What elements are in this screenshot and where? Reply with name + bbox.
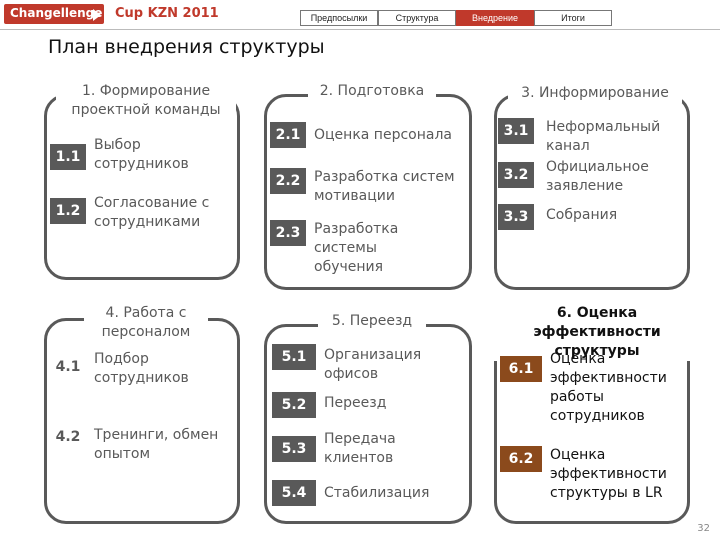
- item-num-1-1: 1.1: [50, 144, 86, 170]
- item-num-3-1: 3.1: [498, 118, 534, 144]
- page-number: 32: [697, 523, 710, 534]
- item-num-6-2: 6.2: [500, 446, 542, 472]
- brand-logo-text: Changellenge: [10, 6, 103, 20]
- item-text-5-3: Передача клиентов: [324, 431, 396, 466]
- item-text-3-2: Официальное заявление: [546, 159, 649, 194]
- item-num-5-1: 5.1: [272, 344, 316, 370]
- item-text-4-2: Тренинги, обмен опытом: [94, 427, 219, 462]
- tab-predposylki[interactable]: Предпосылки: [300, 10, 378, 26]
- item-text-6-1: Оценка эффективности работы сотрудников: [550, 351, 667, 424]
- item-num-5-3: 5.3: [272, 436, 316, 462]
- item-text-2-3: Разработка системы обучения: [314, 221, 399, 275]
- item-text-3-1: Неформальный канал: [546, 119, 661, 154]
- item-num-3-2: 3.2: [498, 162, 534, 188]
- group-title-5: 5. Переезд: [318, 312, 426, 331]
- brand-logo: [4, 4, 104, 24]
- group-title-3: 3. Информирование: [508, 84, 682, 103]
- item-num-2-1: 2.1: [270, 122, 306, 148]
- item-num-5-4: 5.4: [272, 480, 316, 506]
- item-text-5-4: Стабилизация: [324, 485, 430, 501]
- group-box-4: [44, 318, 240, 524]
- item-text-5-1: Организация офисов: [324, 347, 422, 382]
- item-num-4-2: 4.2: [55, 429, 81, 445]
- tab-struktura[interactable]: Структура: [378, 10, 456, 26]
- item-num-6-1: 6.1: [500, 356, 542, 382]
- item-text-1-1: Выбор сотрудников: [94, 137, 189, 172]
- item-text-3-3: Собрания: [546, 207, 618, 223]
- group-title-6: 6. Оценка эффективности структуры: [490, 304, 704, 361]
- logo-arrow-icon: [93, 9, 101, 21]
- group-title-2: 2. Подготовка: [308, 82, 436, 101]
- page-title: План внедрения структуры: [48, 36, 325, 58]
- item-text-2-1: Оценка персонала: [314, 127, 452, 143]
- group-title-4: 4. Работа с персоналом: [84, 304, 208, 342]
- item-num-3-3: 3.3: [498, 204, 534, 230]
- tab-vnedrenie[interactable]: Внедрение: [456, 10, 534, 26]
- tab-itogi[interactable]: Итоги: [534, 10, 612, 26]
- item-num-2-3: 2.3: [270, 220, 306, 246]
- item-text-6-2: Оценка эффективности структуры в LR: [550, 447, 667, 501]
- event-title: Cup KZN 2011: [115, 6, 219, 21]
- item-text-5-2: Переезд: [324, 395, 387, 411]
- item-num-4-1: 4.1: [55, 359, 81, 375]
- item-num-5-2: 5.2: [272, 392, 316, 418]
- item-text-4-1: Подбор сотрудников: [94, 351, 189, 386]
- group-box-1: [44, 94, 240, 280]
- item-text-2-2: Разработка систем мотивации: [314, 169, 455, 204]
- item-num-2-2: 2.2: [270, 168, 306, 194]
- item-text-1-2: Согласование с сотрудниками: [94, 195, 210, 230]
- header-divider: [0, 29, 720, 30]
- group-title-1: 1. Формирование проектной команды: [56, 82, 236, 120]
- item-num-1-2: 1.2: [50, 198, 86, 224]
